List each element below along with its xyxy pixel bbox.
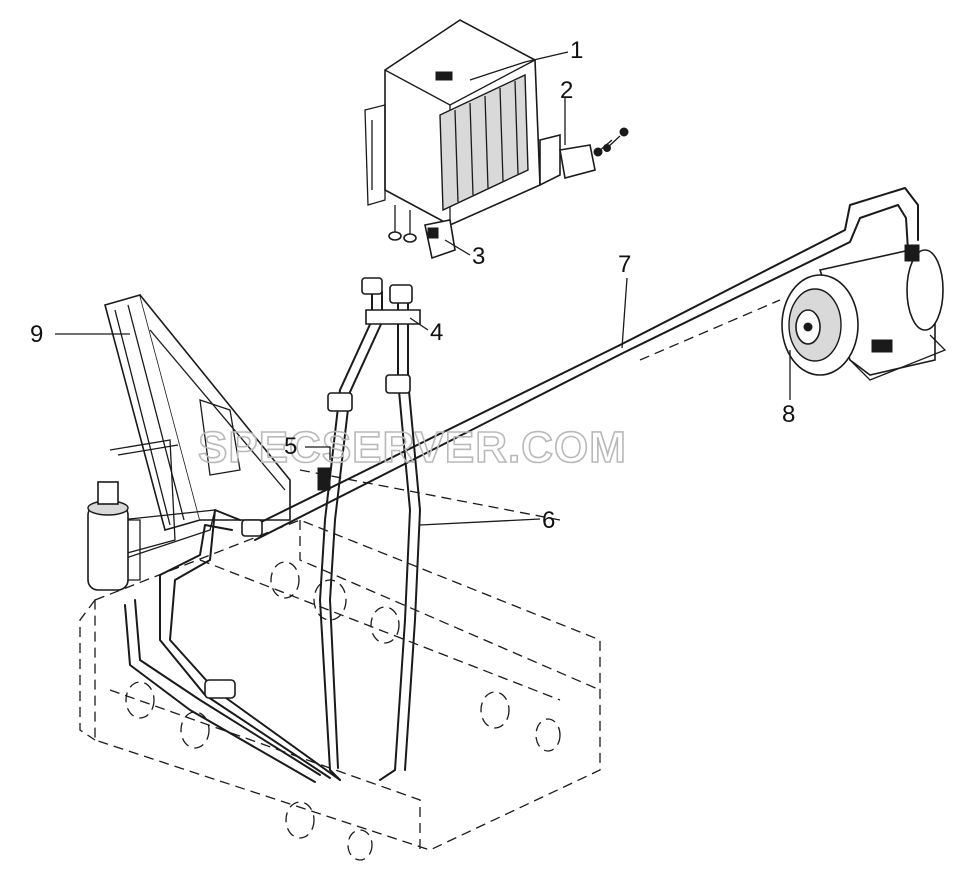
receiver-drier <box>87 481 141 591</box>
callout-9: 9 <box>30 321 43 348</box>
mounting-bracket <box>559 127 629 179</box>
lower-hose-loop <box>124 509 341 783</box>
evaporator-unit <box>364 19 561 260</box>
callout-6: 6 <box>542 507 555 534</box>
hose-5-suction-line <box>319 289 383 781</box>
callout-2: 2 <box>560 77 573 104</box>
callout-labels: 1 2 3 4 5 6 7 8 9 <box>30 37 795 534</box>
callout-1: 1 <box>570 37 583 64</box>
callout-4: 4 <box>430 319 443 346</box>
callout-3: 3 <box>472 243 485 270</box>
compressor <box>781 244 947 381</box>
callout-5: 5 <box>284 433 297 460</box>
callout-8: 8 <box>782 401 795 428</box>
engine-block-outline <box>79 299 781 861</box>
watermark-text: SPECSERVER.COM <box>198 423 627 472</box>
hose-fittings <box>204 277 421 699</box>
hose-6-liquid-line <box>379 294 421 781</box>
callout-7: 7 <box>618 251 631 278</box>
leader-lines <box>55 51 791 526</box>
hose-7-discharge-line <box>244 187 919 541</box>
condenser <box>104 294 291 561</box>
